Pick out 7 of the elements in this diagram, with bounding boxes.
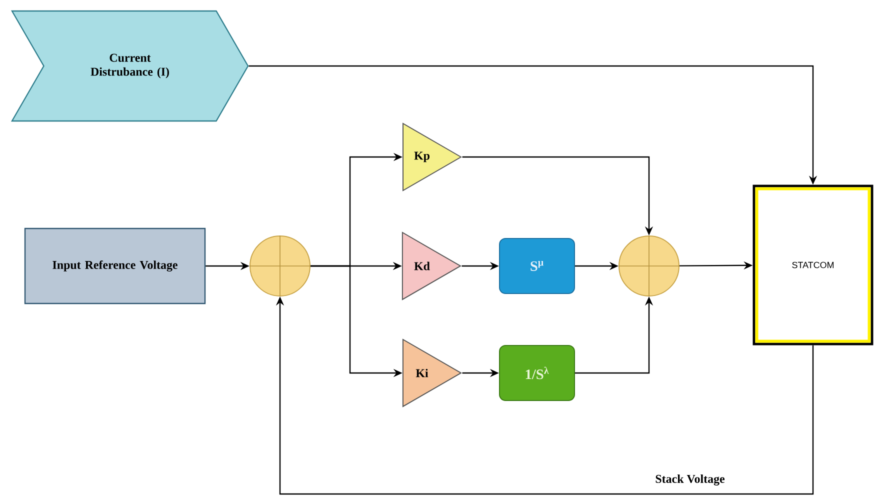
process-box: Input Reference Voltage [24,228,206,304]
transfer-block: S$^{μ}$ [499,238,575,294]
transfer-block: 1/S$^{λ}$ [499,345,575,401]
edge-label: Stack Voltage [654,474,726,486]
summing-junction [618,235,680,297]
summing-junction [249,235,311,297]
statcom-box: STATCOM [752,184,874,346]
